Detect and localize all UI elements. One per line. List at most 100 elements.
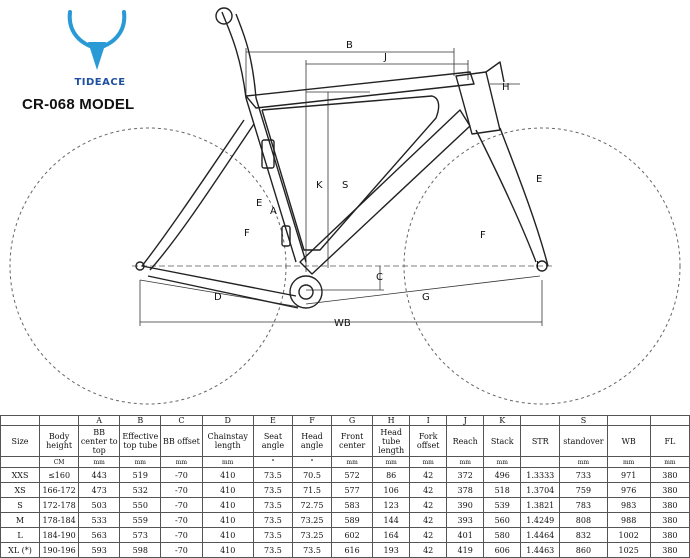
- table-cell: 539: [483, 497, 522, 513]
- table-cell: 976: [606, 482, 651, 498]
- table-cell: 73.5: [252, 497, 293, 513]
- col-header: Head tube length: [372, 425, 411, 457]
- table-cell: 759: [559, 482, 608, 498]
- table-cell: 42: [409, 512, 448, 528]
- table-cell: 144: [372, 512, 411, 528]
- table-cell: 589: [331, 512, 374, 528]
- col-unit: mm: [446, 456, 485, 468]
- dim-label: D: [214, 292, 222, 303]
- table-cell: 190-196: [39, 542, 80, 558]
- table-cell: 86: [372, 467, 411, 483]
- col-unit: mm: [78, 456, 121, 468]
- table-cell: 73.25: [291, 512, 333, 528]
- col-unit: [520, 456, 561, 468]
- col-unit: °: [291, 456, 333, 468]
- table-cell: 519: [119, 467, 162, 483]
- table-cell: 184-190: [39, 527, 80, 543]
- table-cell: 580: [483, 527, 522, 543]
- table-cell: 573: [119, 527, 162, 543]
- table-cell: 419: [446, 542, 485, 558]
- dim-label: WB: [334, 318, 351, 329]
- dim-label: F: [244, 228, 250, 239]
- col-letter: A: [78, 415, 121, 426]
- table-cell: 380: [649, 542, 690, 558]
- table-cell: 563: [78, 527, 121, 543]
- table-cell: 178-184: [39, 512, 80, 528]
- col-letter: [520, 415, 561, 426]
- table-cell: XS: [0, 482, 41, 498]
- col-unit: °: [252, 456, 293, 468]
- table-cell: 616: [331, 542, 374, 558]
- table-cell: 380: [649, 512, 690, 528]
- table-cell: 73.5: [252, 512, 293, 528]
- brand-name: TIDEACE: [74, 77, 126, 88]
- table-cell: 166-172: [39, 482, 80, 498]
- table-cell: 1.4464: [520, 527, 561, 543]
- col-letter: E: [252, 415, 293, 426]
- col-letter: S: [559, 415, 608, 426]
- model-title: CR-068 MODEL: [22, 96, 135, 113]
- table-cell: -70: [160, 497, 203, 513]
- table-cell: 473: [78, 482, 121, 498]
- table-cell: -70: [160, 527, 203, 543]
- table-cell: 518: [483, 482, 522, 498]
- table-cell: 42: [409, 482, 448, 498]
- table-cell: 533: [78, 512, 121, 528]
- table-cell: 380: [649, 497, 690, 513]
- col-unit: mm: [649, 456, 690, 468]
- table-cell: 72.75: [291, 497, 333, 513]
- table-cell: 1.4463: [520, 542, 561, 558]
- col-unit: mm: [409, 456, 448, 468]
- table-cell: 193: [372, 542, 411, 558]
- col-unit: mm: [119, 456, 162, 468]
- table-cell: 606: [483, 542, 522, 558]
- table-cell: 577: [331, 482, 374, 498]
- table-cell: L: [0, 527, 41, 543]
- col-unit: mm: [372, 456, 411, 468]
- header-row: Size Body height BB center to top Effect…: [0, 425, 690, 457]
- table-cell: 550: [119, 497, 162, 513]
- dim-label: A: [270, 206, 277, 217]
- col-unit: mm: [606, 456, 651, 468]
- col-header: WB: [606, 425, 651, 457]
- table-cell: -70: [160, 482, 203, 498]
- table-cell: 390: [446, 497, 485, 513]
- table-cell: 860: [559, 542, 608, 558]
- table-cell: 73.5: [252, 542, 293, 558]
- table-cell: 1.3821: [520, 497, 561, 513]
- table-cell: -70: [160, 467, 203, 483]
- dim-label: E: [256, 198, 262, 209]
- table-cell: 380: [649, 527, 690, 543]
- table-cell: 378: [446, 482, 485, 498]
- table-cell: 1.3333: [520, 467, 561, 483]
- table-cell: 583: [331, 497, 374, 513]
- col-header: Seat angle: [252, 425, 293, 457]
- table-cell: 73.5: [252, 467, 293, 483]
- table-cell: S: [0, 497, 41, 513]
- col-header: Size: [0, 425, 41, 457]
- col-unit: mm: [559, 456, 608, 468]
- dim-label: G: [422, 292, 430, 303]
- table-cell: 380: [649, 467, 690, 483]
- table-cell: 593: [78, 542, 121, 558]
- col-header: BB center to top: [78, 425, 121, 457]
- col-letter: K: [483, 415, 522, 426]
- table-cell: 42: [409, 542, 448, 558]
- col-letter: I: [409, 415, 448, 426]
- col-header: Reach: [446, 425, 485, 457]
- dim-label: K: [316, 180, 323, 191]
- table-cell: 380: [649, 482, 690, 498]
- table-cell: 832: [559, 527, 608, 543]
- col-header: standover: [559, 425, 608, 457]
- dim-label: E: [536, 174, 542, 185]
- table-cell: 560: [483, 512, 522, 528]
- frame-drawing: B J H K S E F A E F D C G WB I: [9, 7, 681, 405]
- col-unit: mm: [160, 456, 203, 468]
- table-cell: 532: [119, 482, 162, 498]
- table-cell: 988: [606, 512, 651, 528]
- table-cell: 559: [119, 512, 162, 528]
